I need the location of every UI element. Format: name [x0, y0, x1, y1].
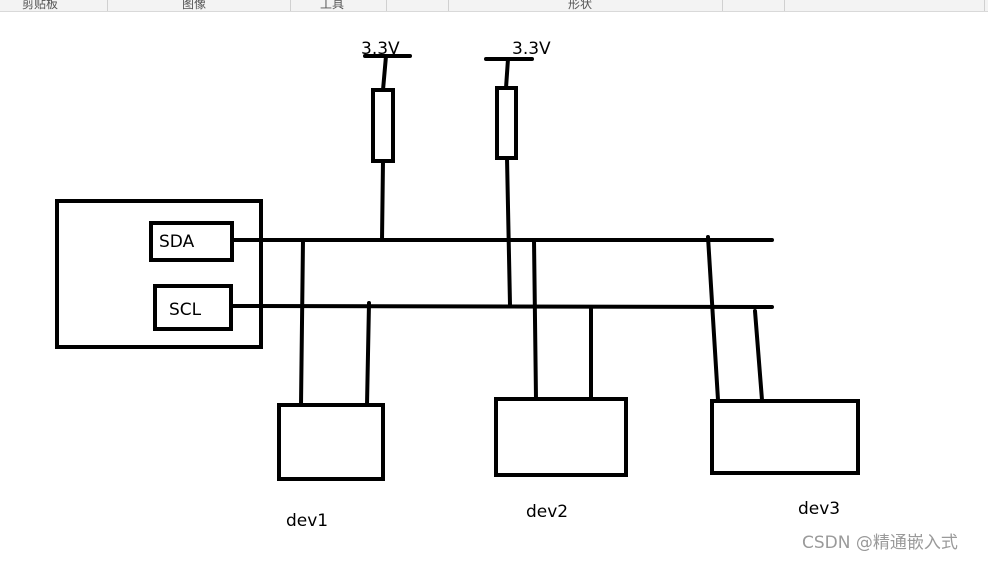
ribbon-toolbar: 剪贴板 图像 工具 形状 [0, 0, 988, 12]
dev2-sda-wire [532, 238, 538, 401]
device-label-dev3: dev3 [798, 499, 840, 519]
pullup-resistor-left [371, 88, 395, 163]
pullup-wire-right-bottom [505, 156, 512, 307]
sda-pin-box [149, 221, 234, 262]
device-label-dev1: dev1 [286, 511, 328, 531]
ribbon-group-clipboard[interactable]: 剪贴板 [22, 0, 59, 11]
ribbon-separator [386, 0, 387, 11]
ribbon-separator [448, 0, 449, 11]
dev1-scl-wire [365, 301, 371, 407]
ribbon-separator [107, 0, 108, 11]
device-label-dev2: dev2 [526, 502, 568, 522]
scl-pin-label: SCL [169, 300, 202, 320]
ribbon-separator [984, 0, 985, 11]
pullup-wire-left-top [381, 54, 388, 92]
ribbon-separator [784, 0, 785, 11]
sda-pin-label: SDA [159, 232, 195, 252]
pullup-wire-right-top [504, 57, 510, 90]
device-box-dev1 [277, 403, 385, 481]
device-box-dev2 [494, 397, 628, 477]
dev3-scl-wire [753, 309, 764, 402]
ribbon-separator [722, 0, 723, 11]
scl-bus-line [229, 304, 774, 309]
ribbon-group-shapes[interactable]: 形状 [568, 0, 593, 11]
dev3-sda-wire [706, 235, 720, 402]
ribbon-group-image[interactable]: 图像 [182, 0, 207, 11]
watermark: CSDN @精通嵌入式 [802, 533, 958, 553]
supply-label-right: 3.3V [512, 39, 551, 59]
ribbon-separator [290, 0, 291, 11]
dev1-sda-wire [299, 238, 305, 407]
pullup-resistor-right [495, 86, 518, 160]
pullup-wire-left-bottom [380, 159, 385, 242]
device-box-dev3 [710, 399, 860, 475]
ribbon-group-tools[interactable]: 工具 [320, 0, 345, 11]
